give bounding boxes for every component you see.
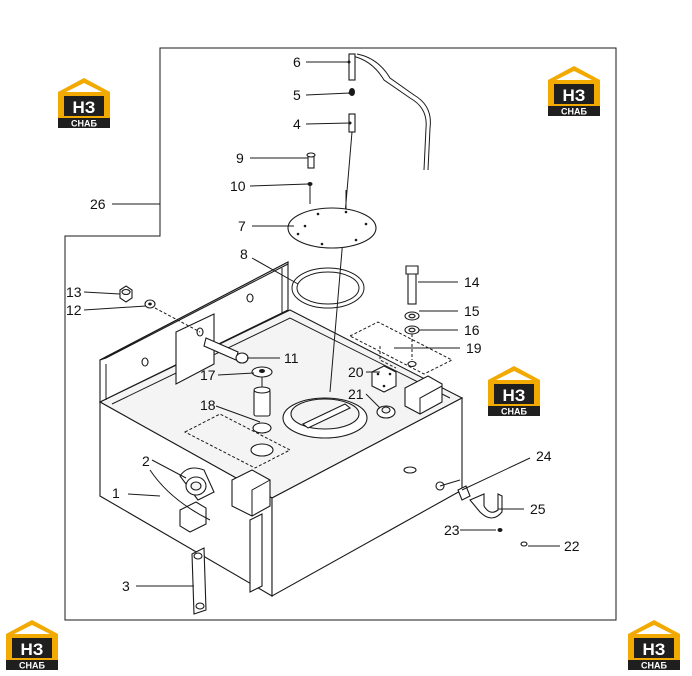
part-22-screw bbox=[520, 541, 528, 547]
svg-text:НЗ: НЗ bbox=[563, 86, 586, 105]
callout-7: 7 bbox=[238, 218, 246, 234]
callout-17: 17 bbox=[200, 367, 216, 383]
part-7-cover-plate bbox=[287, 207, 377, 249]
callout-24: 24 bbox=[536, 448, 552, 464]
logo-badge: НЗ СНАБ bbox=[548, 66, 600, 117]
callout-9: 9 bbox=[236, 150, 244, 166]
part-13-nut bbox=[119, 285, 133, 303]
svg-text:СНАБ: СНАБ bbox=[641, 661, 667, 671]
leader-lines bbox=[83, 60, 560, 587]
callout-labels: 1 2 3 4 5 6 7 8 9 10 11 12 13 14 15 16 1… bbox=[66, 54, 580, 594]
svg-text:НЗ: НЗ bbox=[73, 98, 96, 117]
svg-text:СНАБ: СНАБ bbox=[71, 119, 97, 129]
svg-text:НЗ: НЗ bbox=[643, 640, 666, 659]
callout-19: 19 bbox=[466, 340, 482, 356]
part-10-washer bbox=[307, 182, 313, 186]
tank-body bbox=[98, 261, 464, 597]
callout-23: 23 bbox=[444, 522, 460, 538]
callout-15: 15 bbox=[464, 303, 480, 319]
level-rod-assembly bbox=[329, 53, 431, 393]
part-23-nut bbox=[497, 528, 503, 532]
part-17-cap bbox=[251, 366, 273, 388]
callout-25: 25 bbox=[530, 501, 546, 517]
part-8-gasket bbox=[291, 267, 365, 309]
callout-26: 26 bbox=[90, 196, 106, 212]
callout-10: 10 bbox=[230, 178, 246, 194]
svg-text:СНАБ: СНАБ bbox=[19, 661, 45, 671]
callout-8: 8 bbox=[240, 246, 248, 262]
callout-22: 22 bbox=[564, 538, 580, 554]
logo-badge: НЗ СНАБ bbox=[58, 78, 110, 129]
callout-4: 4 bbox=[293, 116, 301, 132]
svg-text:НЗ: НЗ bbox=[21, 640, 44, 659]
callout-12: 12 bbox=[66, 302, 82, 318]
part-11-bolt bbox=[203, 337, 249, 364]
part-25-clamp bbox=[469, 493, 503, 519]
callout-16: 16 bbox=[464, 322, 480, 338]
part-14-bolt bbox=[405, 265, 419, 305]
callout-13: 13 bbox=[66, 284, 82, 300]
part-3-strap bbox=[191, 547, 207, 615]
callout-11: 11 bbox=[284, 350, 299, 366]
callout-3: 3 bbox=[122, 578, 130, 594]
part-24-clip bbox=[457, 485, 471, 501]
callout-1: 1 bbox=[112, 485, 120, 501]
svg-text:СНАБ: СНАБ bbox=[561, 107, 587, 117]
callout-18: 18 bbox=[200, 397, 216, 413]
callout-5: 5 bbox=[293, 87, 301, 103]
callout-14: 14 bbox=[464, 274, 480, 290]
callout-6: 6 bbox=[293, 54, 301, 70]
callout-21: 21 bbox=[348, 386, 364, 402]
part-9-screw bbox=[306, 152, 316, 169]
diagram-frame bbox=[64, 47, 617, 621]
logo-badge: НЗ СНАБ bbox=[628, 620, 680, 671]
svg-text:СНАБ: СНАБ bbox=[501, 407, 527, 417]
callout-2: 2 bbox=[142, 453, 150, 469]
svg-text:НЗ: НЗ bbox=[503, 386, 526, 405]
logo-badge: НЗ СНАБ bbox=[6, 620, 58, 671]
callout-20: 20 bbox=[348, 364, 364, 380]
part-18-filter bbox=[250, 386, 274, 457]
part-20-sender bbox=[371, 365, 397, 393]
logo-badge: НЗ СНАБ bbox=[488, 366, 540, 417]
